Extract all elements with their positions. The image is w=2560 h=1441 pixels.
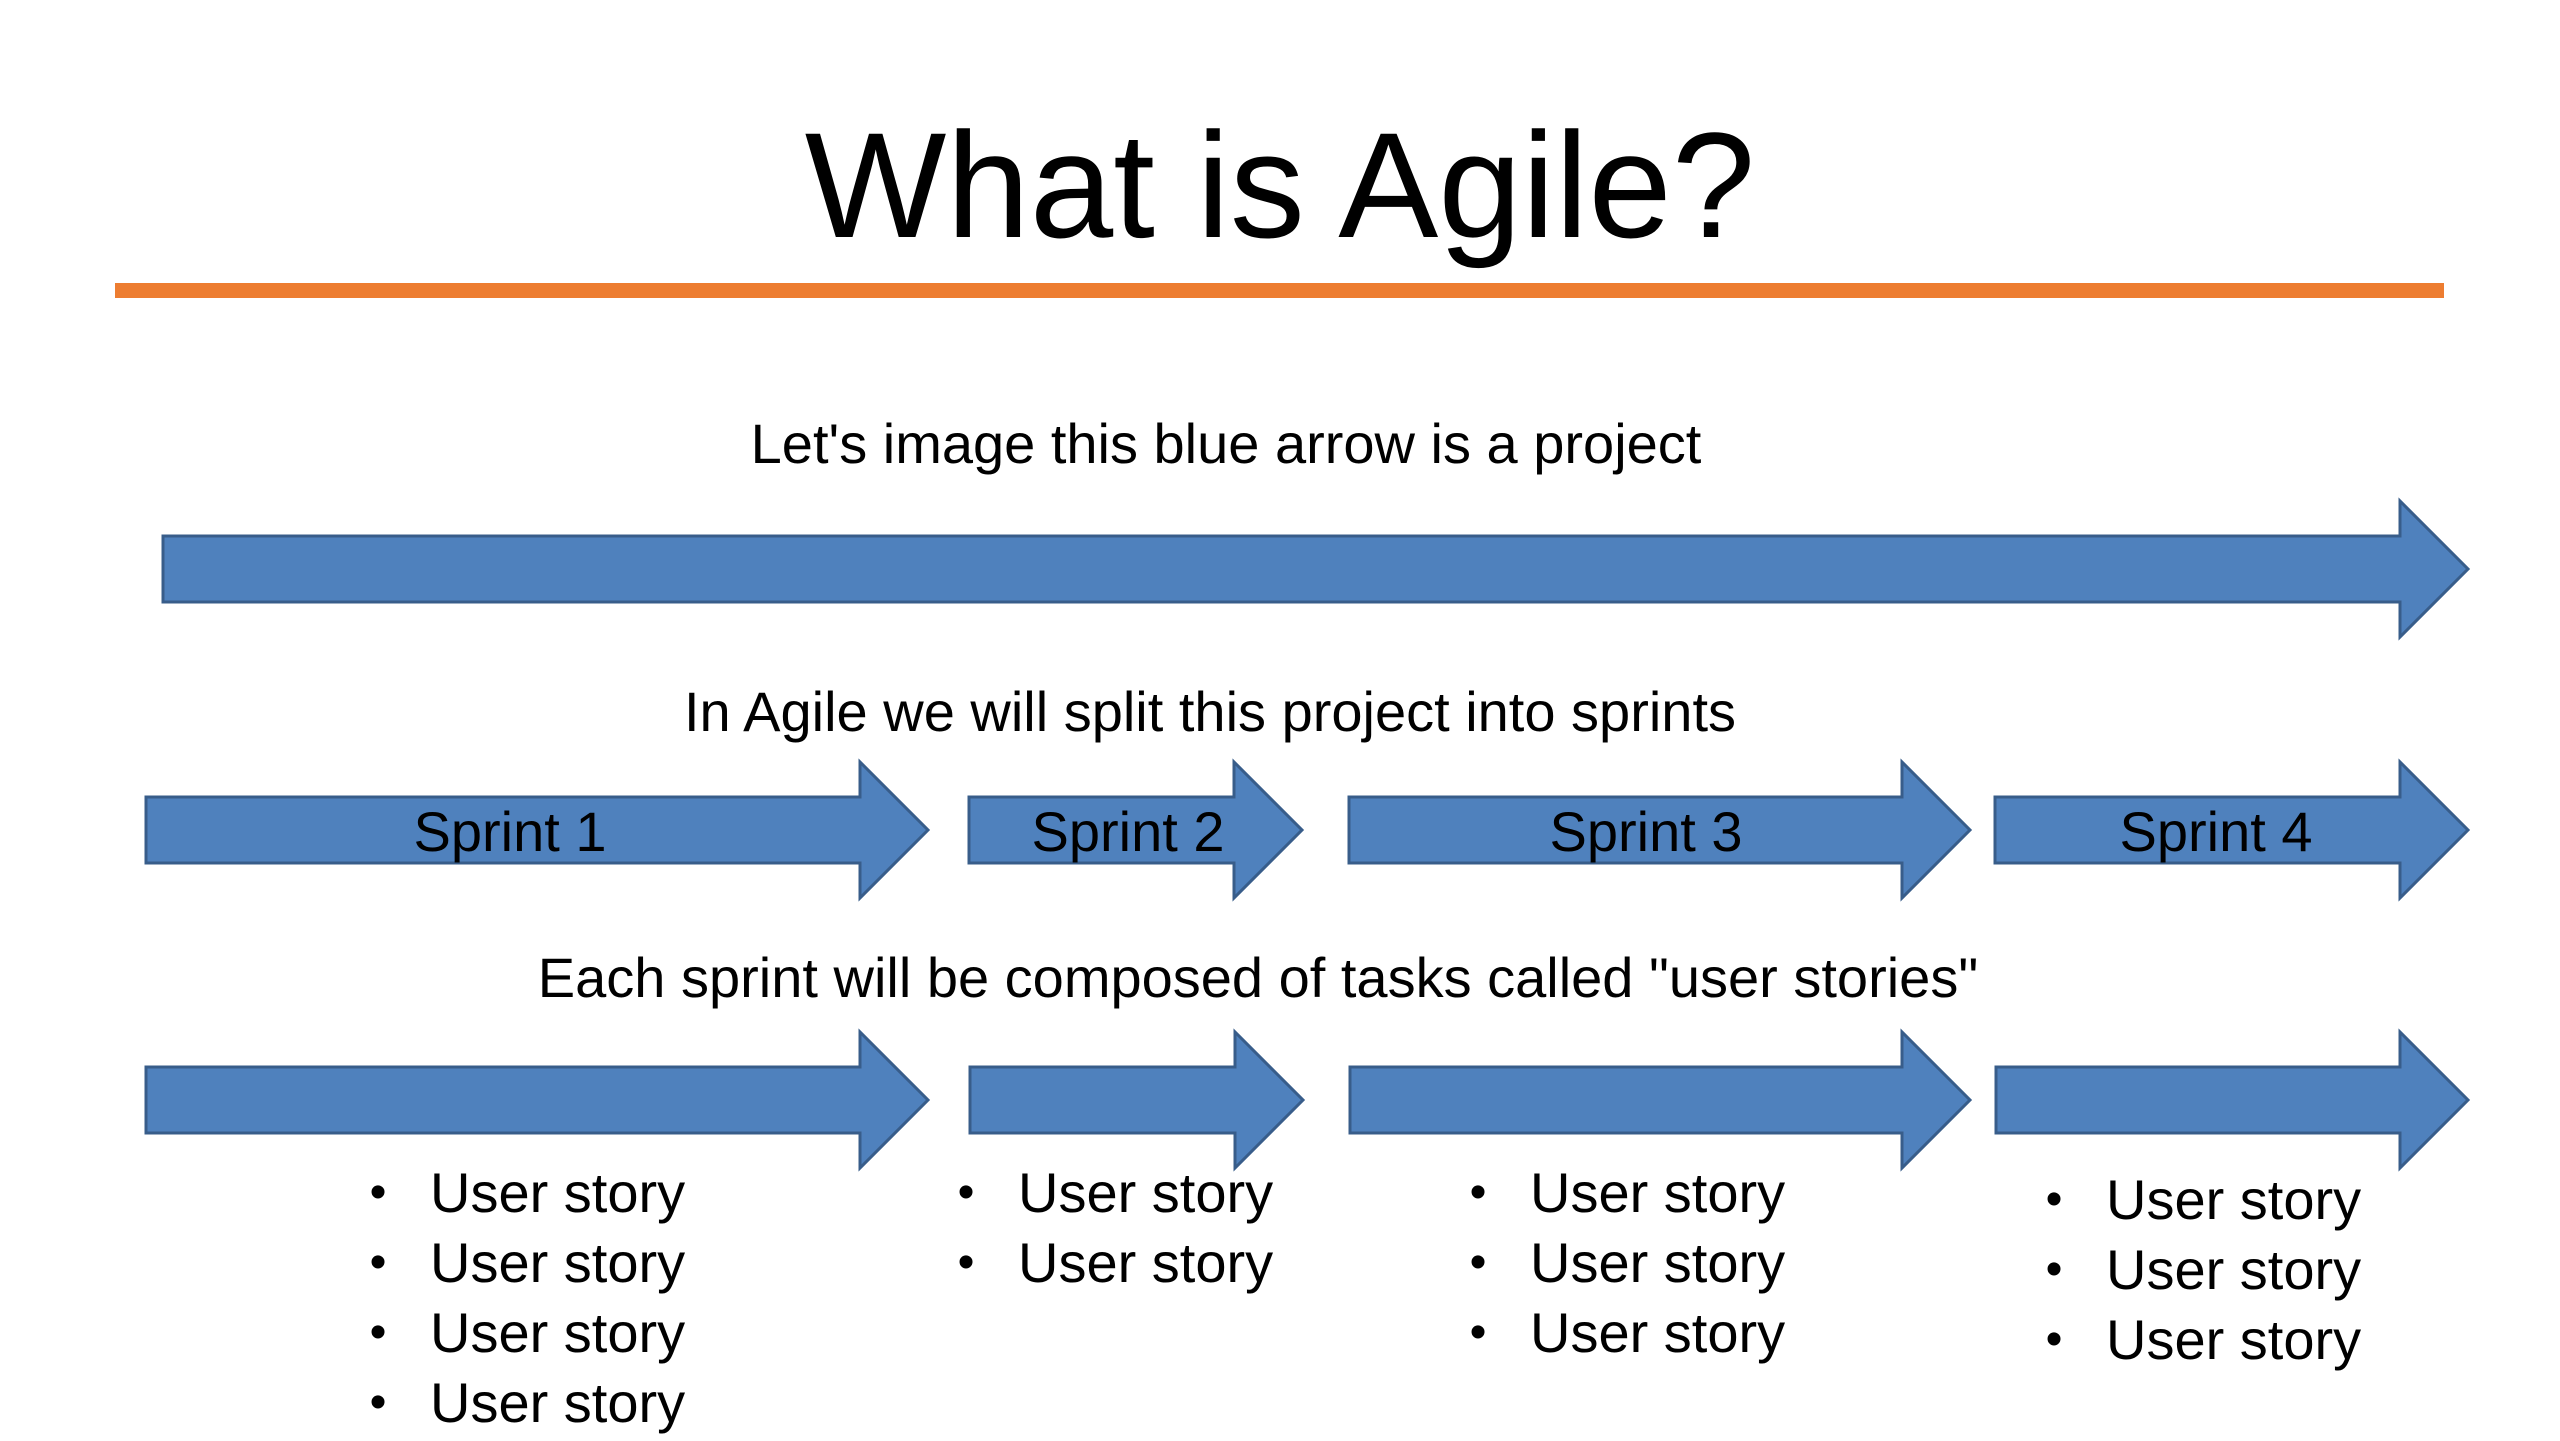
story-text: User story xyxy=(430,1371,686,1434)
sprint-3-arrow xyxy=(1347,758,1973,902)
bullet-icon: • xyxy=(957,1166,975,1219)
list-item: • User story xyxy=(946,1228,1274,1298)
list-item: • User story xyxy=(2034,1235,2362,1305)
sprint-3-stories: • User story • User story • User story xyxy=(1458,1158,1786,1368)
story-text: User story xyxy=(1018,1161,1274,1224)
story-text: User story xyxy=(1530,1301,1786,1364)
sprint-1-stories: • User story • User story • User story • Use… xyxy=(358,1158,686,1438)
bullet-icon: • xyxy=(369,1236,387,1289)
sprint-4-stories-arrow xyxy=(1994,1028,2471,1172)
title-underline xyxy=(115,283,2444,298)
sprint-4-label: Sprint 4 xyxy=(2119,800,2313,863)
bullet-icon: • xyxy=(2045,1313,2063,1366)
story-text: User story xyxy=(430,1161,686,1224)
sprint-1-stories-arrow xyxy=(144,1028,931,1172)
sprint-3-stories-arrow xyxy=(1348,1028,1973,1172)
list-item: • User story xyxy=(2034,1165,2362,1235)
bullet-icon: • xyxy=(1469,1306,1487,1359)
bullet-icon: • xyxy=(1469,1166,1487,1219)
list-item: • User story xyxy=(1458,1228,1786,1298)
story-text: User story xyxy=(2106,1308,2362,1371)
list-item: • User story xyxy=(358,1228,686,1298)
story-text: User story xyxy=(2106,1168,2362,1231)
bullet-icon: • xyxy=(369,1306,387,1359)
bullet-icon: • xyxy=(957,1236,975,1289)
sprint-2-label: Sprint 2 xyxy=(1031,800,1225,863)
list-item: • User story xyxy=(1458,1298,1786,1368)
slide-title: What is Agile? xyxy=(804,101,1756,269)
bullet-icon: • xyxy=(2045,1173,2063,1226)
bullet-icon: • xyxy=(2045,1243,2063,1296)
story-text: User story xyxy=(430,1231,686,1294)
caption-user-stories: Each sprint will be composed of tasks ca… xyxy=(537,946,1979,1009)
sprint-4-stories: • User story • User story • User story xyxy=(2034,1165,2362,1375)
caption-sprints: In Agile we will split this project into… xyxy=(684,680,1736,743)
sprint-4-arrow xyxy=(1993,758,2471,902)
list-item: • User story xyxy=(358,1368,686,1438)
story-text: User story xyxy=(2106,1238,2362,1301)
bullet-icon: • xyxy=(369,1376,387,1429)
bullet-icon: • xyxy=(1469,1236,1487,1289)
caption-project: Let's image this blue arrow is a project xyxy=(750,412,1702,475)
sprint-3-label: Sprint 3 xyxy=(1549,800,1743,863)
sprint-2-stories: • User story • User story xyxy=(946,1158,1274,1298)
list-item: • User story xyxy=(1458,1158,1786,1228)
project-arrow xyxy=(161,497,2471,641)
sprint-1-label: Sprint 1 xyxy=(413,800,607,863)
list-item: • User story xyxy=(358,1158,686,1228)
sprint-1-arrow xyxy=(144,758,931,902)
sprint-2-arrow xyxy=(967,758,1305,902)
story-text: User story xyxy=(1530,1231,1786,1294)
bullet-icon: • xyxy=(369,1166,387,1219)
sprint-2-stories-arrow xyxy=(968,1028,1306,1172)
list-item: • User story xyxy=(2034,1305,2362,1375)
story-text: User story xyxy=(1018,1231,1274,1294)
list-item: • User story xyxy=(358,1298,686,1368)
list-item: • User story xyxy=(946,1158,1274,1228)
story-text: User story xyxy=(430,1301,686,1364)
story-text: User story xyxy=(1530,1161,1786,1224)
